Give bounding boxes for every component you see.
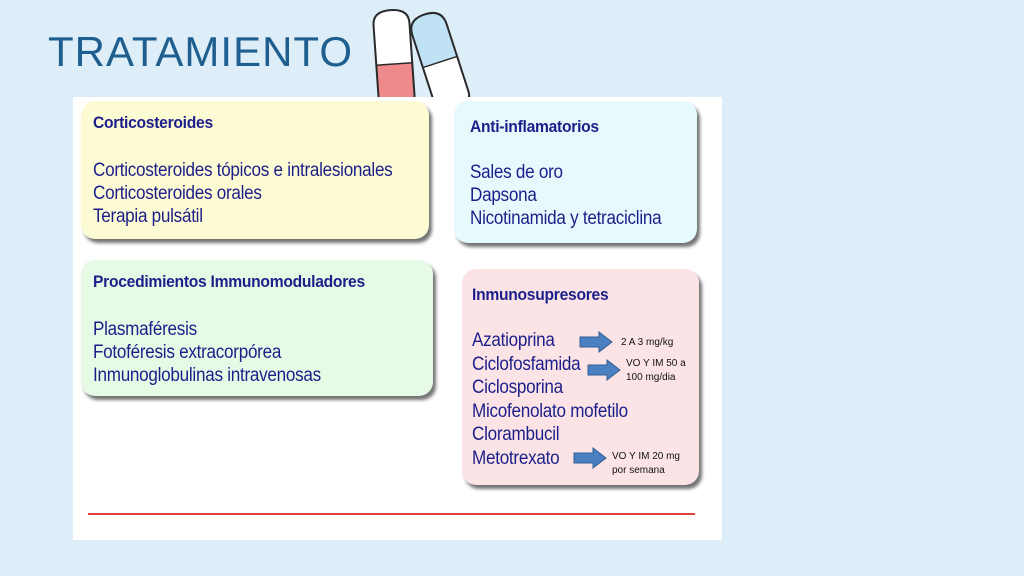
- list-item: Inmunoglobulinas intravenosas: [93, 365, 321, 386]
- card-inmunosupresores: Inmunosupresores Azatioprina Ciclofosfam…: [462, 269, 699, 485]
- list-item: Clorambucil: [472, 424, 560, 446]
- card-list: Azatioprina Ciclofosfamida Ciclosporina …: [472, 329, 645, 471]
- list-item: Corticosteroides tópicos e intralesional…: [93, 160, 393, 181]
- card-list: Corticosteroides tópicos e intralesional…: [93, 159, 426, 228]
- slide-title: TRATAMIENTO: [48, 28, 353, 75]
- dose-note-ciclofosfamida: VO Y IM 50 a 100 mg/dia: [626, 357, 686, 385]
- card-antiinflamatorios: Anti-inflamatorios Sales de oro Dapsona …: [454, 101, 697, 243]
- dose-note-metotrexato: VO Y IM 20 mg por semana: [612, 450, 680, 478]
- list-item: Nicotinamida y tetraciclina: [470, 208, 662, 229]
- list-item: Corticosteroides orales: [93, 183, 262, 204]
- content-panel: Corticosteroides Corticosteroides tópico…: [73, 97, 722, 540]
- card-corticosteroides: Corticosteroides Corticosteroides tópico…: [81, 101, 429, 239]
- arrow-right-icon: [573, 447, 607, 469]
- arrow-right-icon: [579, 331, 613, 353]
- card-heading: Procedimientos Immunomoduladores: [93, 272, 365, 291]
- list-item: Plasmaféresis: [93, 319, 197, 340]
- list-item: Micofenolato mofetilo: [472, 400, 628, 422]
- divider-line: [88, 513, 695, 515]
- card-heading: Corticosteroides: [93, 113, 213, 132]
- card-list: Plasmaféresis Fotoféresis extracorpórea …: [93, 318, 346, 387]
- card-heading: Anti-inflamatorios: [470, 117, 599, 136]
- list-item: Ciclosporina: [472, 377, 563, 399]
- list-item: Terapia pulsátil: [93, 206, 203, 227]
- list-item: Fotoféresis extracorpórea: [93, 342, 282, 363]
- list-item: Azatioprina: [472, 330, 555, 351]
- dose-note-line: VO Y IM 20 mg: [612, 451, 680, 462]
- card-inmunomoduladores: Procedimientos Immunomoduladores Plasmaf…: [81, 260, 433, 396]
- dose-note-line: VO Y IM 50 a: [626, 358, 686, 369]
- card-list: Sales de oro Dapsona Nicotinamida y tetr…: [470, 161, 683, 230]
- arrow-right-icon: [587, 359, 621, 381]
- card-heading: Inmunosupresores: [472, 285, 609, 304]
- list-item: Dapsona: [470, 185, 537, 206]
- dose-note-line: por semana: [612, 465, 665, 476]
- dose-note-azatioprina: 2 A 3 mg/kg: [621, 337, 674, 348]
- list-item: Metotrexato: [472, 447, 560, 469]
- list-item: Ciclofosfamida: [472, 353, 581, 375]
- dose-note-line: 100 mg/dia: [626, 372, 676, 383]
- list-item: Sales de oro: [470, 162, 563, 183]
